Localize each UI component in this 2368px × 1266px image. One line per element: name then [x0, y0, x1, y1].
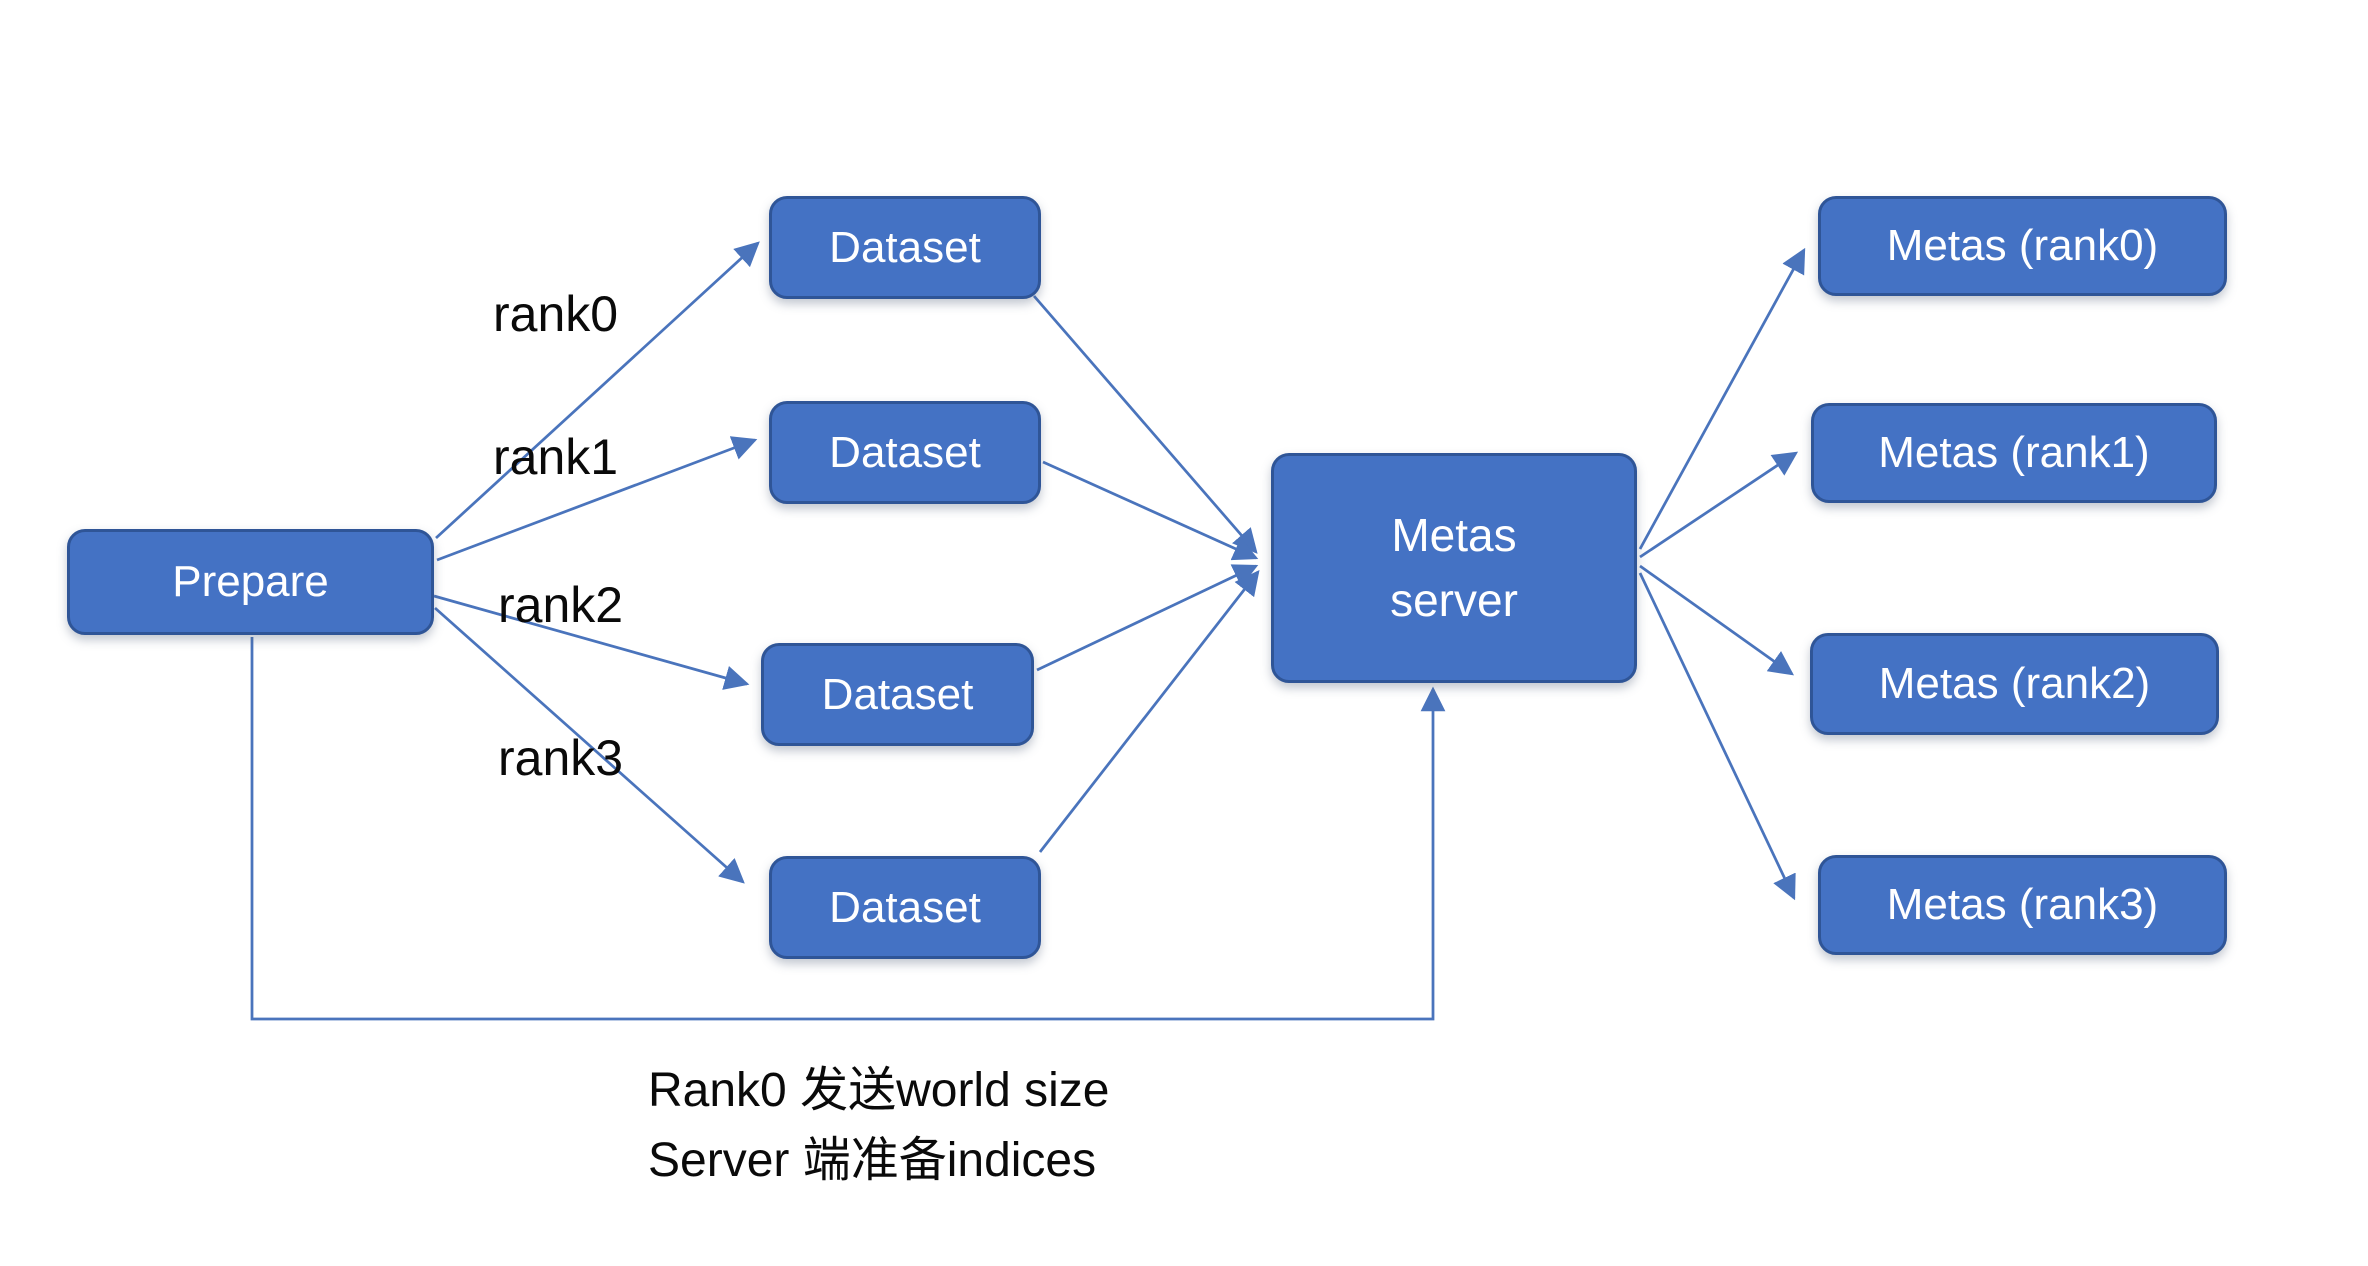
edge-prepare-dataset4 [434, 606, 745, 884]
edge-dataset4-server [1038, 570, 1260, 853]
dataset-node-rank3: Dataset [769, 856, 1041, 959]
dataset-node-label: Dataset [829, 882, 981, 932]
metas-node-label: Metas (rank2) [1878, 659, 2151, 708]
edge-label-rank1: rank1 [493, 429, 619, 485]
dataset-node-label: Dataset [829, 222, 981, 272]
edge-server-metas0 [1638, 247, 1806, 550]
metas-node-rank0: Metas (rank0) [1818, 196, 2227, 296]
dataset-node-rank0: Dataset [769, 196, 1041, 299]
edge-prepare-dataset1 [435, 241, 760, 540]
dataset-node-label: Dataset [829, 427, 981, 477]
metas-node-label: Metas (rank0) [1886, 221, 2159, 270]
metas-node-label: Metas (rank3) [1886, 880, 2159, 929]
edge-server-metas3 [1638, 572, 1796, 901]
edge-dataset3-server [1036, 564, 1259, 672]
edge-dataset2-server [1042, 460, 1259, 561]
caption-line1: Rank0 发送world size [648, 1064, 1110, 1117]
edge-server-metas1 [1639, 451, 1799, 559]
metas-server-label-line1: Metas [1391, 508, 1517, 561]
edge-label-rank2: rank2 [498, 577, 624, 633]
metas-server-label-line2: server [1390, 574, 1518, 626]
edge-dataset1-server [1032, 295, 1258, 554]
edge-label-rank0: rank0 [493, 286, 619, 342]
metas-node-label: Metas (rank1) [1878, 428, 2150, 477]
dataset-node-rank1: Dataset [769, 401, 1041, 504]
edge-server-metas2 [1639, 564, 1795, 676]
prepare-node: Prepare [67, 529, 434, 635]
dataset-node-rank2: Dataset [761, 643, 1034, 746]
prepare-node-label: Prepare [172, 557, 329, 606]
metas-node-rank1: Metas (rank1) [1811, 403, 2217, 503]
edge-label-rank3: rank3 [498, 730, 624, 786]
edge-prepare-server-loop [250, 637, 1446, 1021]
metas-server-node: Metas server [1271, 453, 1637, 683]
metas-node-rank3: Metas (rank3) [1818, 855, 2227, 955]
dataset-node-label: Dataset [821, 669, 974, 719]
caption: Rank0 发送world size Server 端准备indices [648, 1056, 1110, 1196]
edge-prepare-dataset2 [436, 436, 758, 562]
edge-prepare-dataset3 [433, 594, 750, 690]
metas-node-rank2: Metas (rank2) [1810, 633, 2219, 735]
caption-line2: Server 端准备indices [648, 1134, 1097, 1187]
